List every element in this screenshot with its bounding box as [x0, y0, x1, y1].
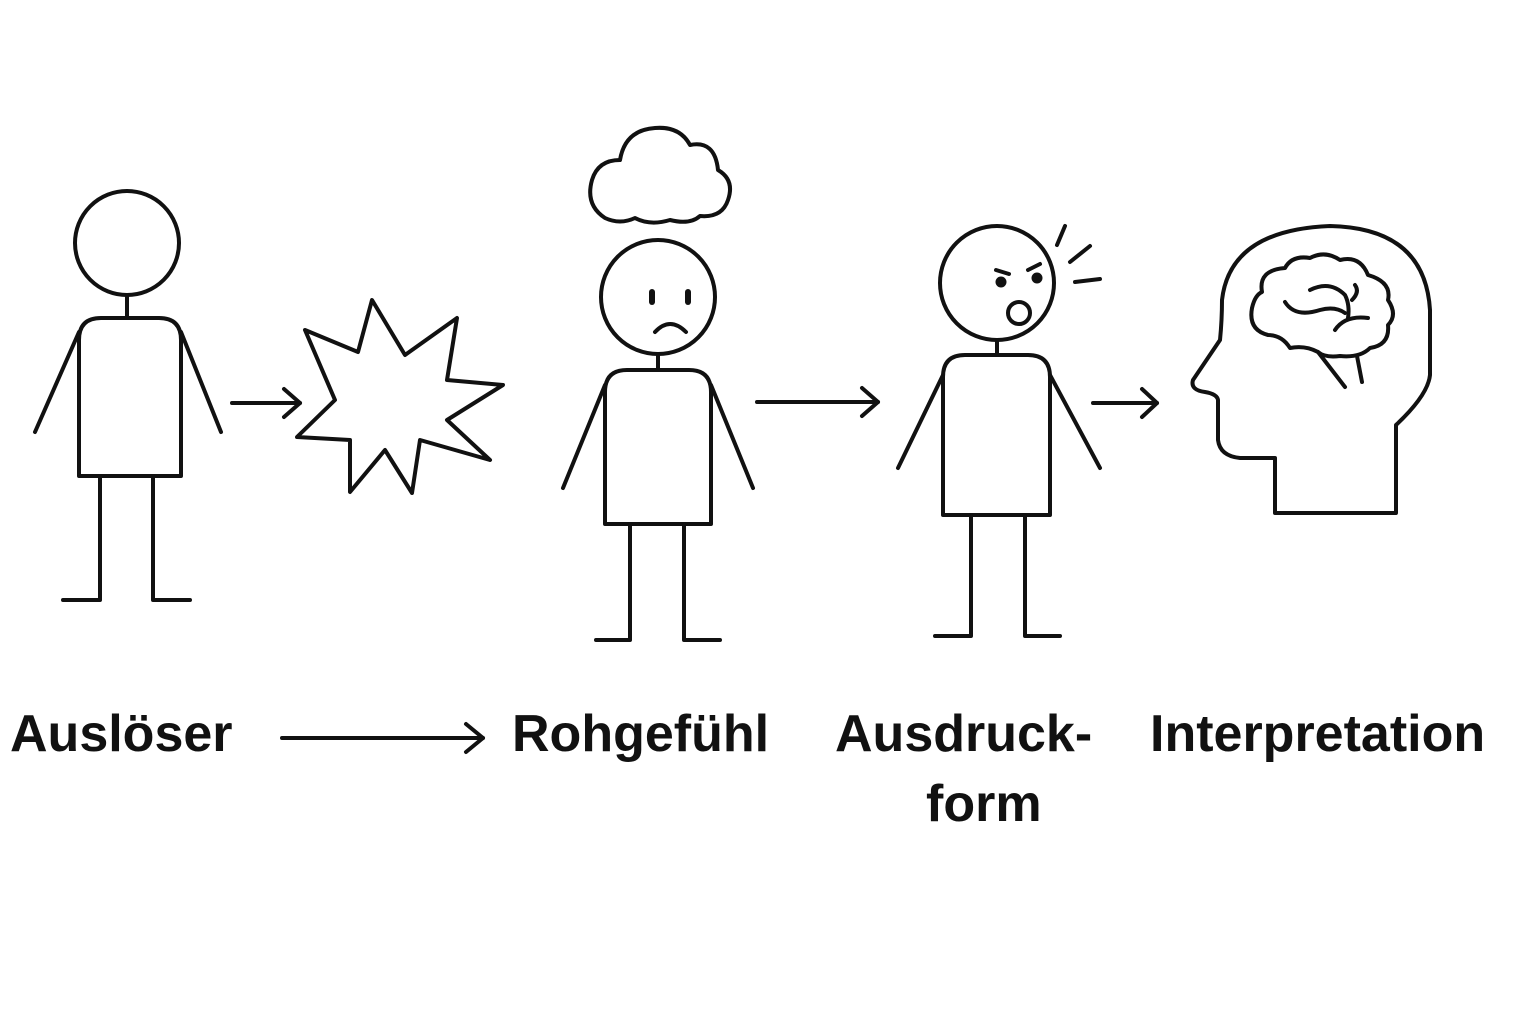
stick-figure-neutral: [33, 189, 223, 602]
label-expression-line2: form: [926, 775, 1042, 833]
stick-figure-angry: [896, 224, 1102, 638]
explosion-icon: [295, 298, 505, 495]
label-raw-feeling: Rohgefühl: [512, 705, 770, 763]
arrow-icon: [230, 387, 302, 419]
arrow-icon: [1091, 387, 1159, 419]
label-expression-line1: Ausdruck-: [835, 705, 1093, 763]
arrow-icon: [280, 722, 485, 754]
label-interpretation: Interpretation: [1150, 705, 1486, 763]
stick-figure-sad: [561, 238, 755, 642]
head-brain-icon: [1190, 224, 1432, 515]
cloud-icon: [588, 125, 732, 225]
label-trigger: Auslöser: [10, 705, 233, 763]
shout-lines-icon: [1055, 224, 1102, 284]
arrow-icon: [755, 386, 880, 418]
